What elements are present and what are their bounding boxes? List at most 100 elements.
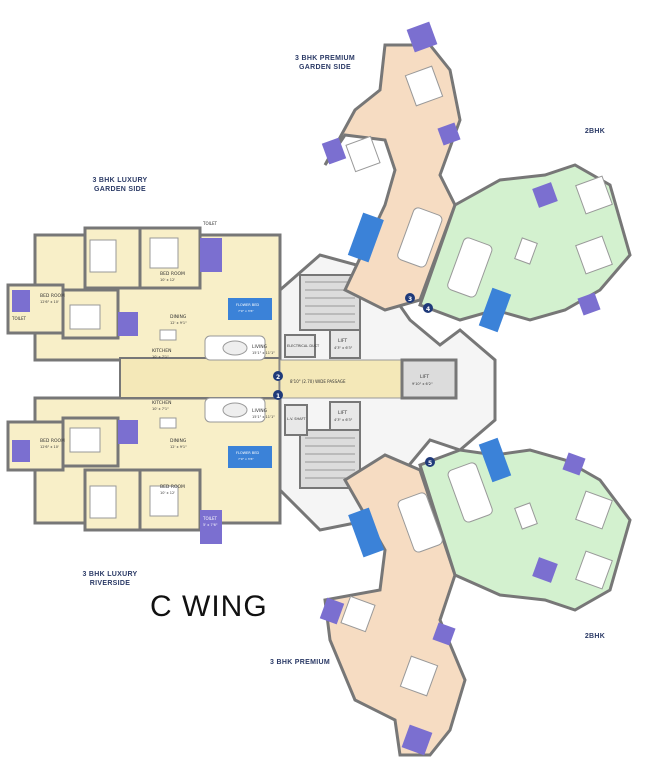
- toilet-fixture: [200, 510, 222, 544]
- bed: [69, 304, 101, 330]
- marker-5-label: 5: [428, 460, 432, 467]
- unit-markers: 1 2 3 4 5: [273, 293, 435, 467]
- toilet-fixture: [401, 724, 433, 756]
- label-flower-bed-dim: 7'9" x 3'6": [238, 309, 254, 313]
- label-dining-dim: 12' x 9'1": [170, 321, 187, 325]
- living-table: [222, 340, 248, 356]
- label-living-dim: 15'1" x 11'1": [252, 415, 275, 419]
- label-lift: LIFT: [420, 374, 429, 380]
- label-dining-dim: 12' x 9'1": [170, 445, 187, 449]
- label-bedroom: BED ROOM: [160, 271, 185, 277]
- bed: [575, 550, 613, 590]
- electrical-duct: [284, 334, 316, 358]
- bed: [575, 175, 613, 215]
- living-sofa: [397, 492, 443, 553]
- marker-4: [423, 303, 433, 313]
- label-bedroom: BED ROOM: [160, 484, 185, 490]
- living-sofa: [447, 237, 493, 298]
- label-bedroom: BED ROOM: [40, 293, 65, 299]
- bed: [345, 135, 381, 173]
- toilet-fixture: [12, 290, 30, 312]
- label-bedroom-dim: 10' x 12': [160, 278, 175, 282]
- marker-2-label: 2: [276, 374, 280, 381]
- marker-3-label: 3: [408, 296, 412, 303]
- label-living: LIVING: [252, 408, 268, 414]
- label-flower-bed: FLOWER BED: [236, 451, 259, 455]
- bed: [149, 485, 179, 517]
- label-lift-dim: 4'3" x 6'3": [334, 418, 353, 422]
- west-spine: [119, 357, 281, 399]
- dining-table: [159, 417, 177, 429]
- lift-c: [400, 358, 458, 400]
- label-living-dim: 15'1" x 11'1": [252, 351, 275, 355]
- toilet-fixture: [532, 182, 558, 208]
- toilet-fixture: [577, 292, 601, 316]
- living-sofa: [397, 207, 443, 268]
- flower-bed: [348, 507, 385, 558]
- bed: [399, 655, 439, 697]
- unit-label-premium: 3 BHK PREMIUM: [270, 659, 330, 666]
- flower-bed: [478, 437, 512, 483]
- label-flower-bed: FLOWER BED: [236, 303, 259, 307]
- flower-bed: [228, 298, 272, 320]
- toilet-fixture: [118, 312, 138, 336]
- label-toilet-dim: 5' x 7'6": [203, 523, 218, 527]
- label-lv-shaft: L.V. SHAFT: [287, 417, 306, 421]
- flower-bed: [228, 446, 272, 468]
- se-arm: [319, 437, 632, 757]
- living-sofa: [447, 462, 493, 523]
- passage: [279, 359, 421, 399]
- lv-shaft: [284, 404, 308, 436]
- toilet-fixture: [118, 420, 138, 444]
- label-toilet: TOILET: [202, 221, 218, 226]
- west-wing: TOILET BED ROOM 10' x 12' BED ROOM 12'6"…: [6, 221, 282, 544]
- toilet-fixture: [432, 622, 456, 646]
- marker-2: [273, 371, 283, 381]
- bed: [404, 65, 444, 107]
- ne-arm: [321, 21, 632, 333]
- label-lift: LIFT: [338, 410, 347, 416]
- flower-bed: [347, 212, 384, 263]
- dining-table: [514, 502, 538, 530]
- toilet-fixture: [321, 137, 347, 165]
- bed: [575, 235, 613, 275]
- label-kitchen-dim: 10' x 7'1": [152, 355, 169, 359]
- label-bedroom-dim: 12'6" x 10': [40, 445, 59, 449]
- label-electrical-duct: ELECTRICAL DUCT: [287, 344, 320, 348]
- label-bedroom-dim: 12'6" x 10': [40, 300, 59, 304]
- lift-b: [329, 401, 361, 431]
- toilet-fixture: [562, 452, 586, 476]
- label-lift-dim: 4'3" x 6'3": [334, 346, 353, 350]
- lift-a: [329, 329, 361, 359]
- label-lift: LIFT: [338, 338, 347, 344]
- label-living: LIVING: [252, 344, 268, 350]
- toilet-fixture: [200, 238, 222, 272]
- bed: [89, 239, 117, 273]
- toilet-fixture: [319, 597, 345, 625]
- bed: [89, 485, 117, 519]
- bed: [340, 595, 376, 633]
- label-toilet: TOILET: [11, 316, 27, 321]
- dining-table: [159, 329, 177, 341]
- marker-4-label: 4: [426, 306, 430, 313]
- bed: [575, 490, 613, 530]
- label-kitchen-dim: 10' x 7'1": [152, 407, 169, 411]
- marker-3: [405, 293, 415, 303]
- label-kitchen: KITCHEN: [152, 348, 172, 354]
- bed: [69, 427, 101, 453]
- toilet-fixture: [532, 557, 558, 583]
- dining-table: [514, 237, 538, 265]
- unit-label-2bhk-bottom: 2BHK: [584, 633, 606, 640]
- toilet-fixture: [12, 440, 30, 462]
- marker-1: [273, 390, 283, 400]
- marker-1-label: 1: [276, 393, 280, 400]
- unit-label-premium-garden: 3 BHK PREMIUM GARDEN SIDE: [295, 55, 355, 71]
- label-flower-bed-dim: 7'9" x 3'6": [238, 457, 254, 461]
- label-bedroom-dim: 10' x 12': [160, 491, 175, 495]
- unit-label-2bhk-top: 2BHK: [584, 128, 606, 135]
- living-table: [222, 402, 248, 418]
- central-core: ELECTRICAL DUCT LIFT 4'3" x 6'3" 8'10" (…: [278, 253, 497, 532]
- label-toilet: TOILET: [202, 516, 218, 521]
- toilet-fixture: [437, 122, 461, 146]
